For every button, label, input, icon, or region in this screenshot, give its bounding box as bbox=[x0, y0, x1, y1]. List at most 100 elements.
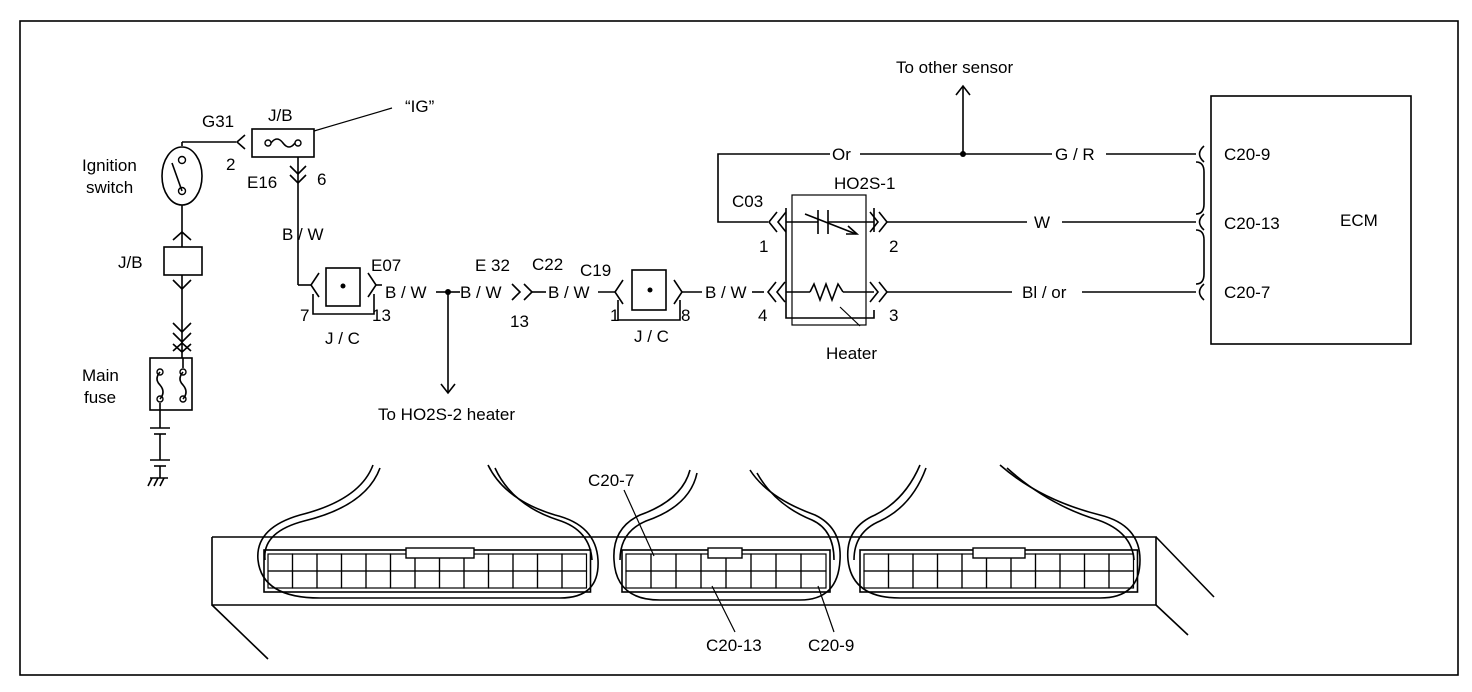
connector-pin-cell bbox=[961, 570, 988, 589]
conn-c20-7-label: C20-7 bbox=[588, 471, 634, 490]
ecm-connector-illustration bbox=[211, 464, 1215, 660]
connector-pin-cell bbox=[863, 570, 890, 589]
blor-wire-label: Bl / or bbox=[1022, 283, 1067, 302]
pin-4-label: 4 bbox=[758, 306, 767, 325]
c20-9-label: C20-9 bbox=[1224, 145, 1270, 164]
connector-pin-cell bbox=[512, 553, 539, 572]
jb-box-left bbox=[163, 246, 203, 276]
pin-8-label: 8 bbox=[681, 306, 690, 325]
connector-pin-cell bbox=[985, 570, 1012, 589]
connector-pin-cell bbox=[365, 570, 392, 589]
to-ho2s2-heater-label: To HO2S-2 heater bbox=[378, 405, 515, 424]
c03-label: C03 bbox=[732, 192, 763, 211]
jc-label-2: J / C bbox=[634, 327, 669, 346]
connector-pin-cell bbox=[438, 570, 465, 589]
connector-pin-cell bbox=[316, 570, 343, 589]
connector-pin-cell bbox=[625, 553, 652, 572]
diagram-border bbox=[19, 20, 1459, 676]
main-fuse-label-1: Main bbox=[82, 366, 119, 385]
ignition-switch bbox=[161, 146, 203, 206]
conn-c20-13-label: C20-13 bbox=[706, 636, 762, 655]
connector-pin-cell bbox=[725, 570, 752, 589]
main-fuse-label-2: fuse bbox=[84, 388, 116, 407]
ho2s1-label: HO2S-1 bbox=[834, 174, 895, 193]
connector-pin-cell bbox=[267, 553, 294, 572]
e16-label: E16 bbox=[247, 173, 277, 192]
connector-pin-cell bbox=[625, 570, 652, 589]
connector-pin-cell bbox=[316, 553, 343, 572]
pin-13b-label: 13 bbox=[510, 312, 529, 331]
connector-pin-cell bbox=[536, 570, 563, 589]
connector-pin-cell bbox=[1083, 570, 1110, 589]
bw-label-4: B / W bbox=[705, 283, 747, 302]
connector-pin-cell bbox=[1108, 553, 1135, 572]
ho2s1-sensor bbox=[766, 194, 889, 327]
ignition-switch-label-2: switch bbox=[86, 178, 133, 197]
ecm-box bbox=[1210, 95, 1412, 345]
jc-label-1: J / C bbox=[325, 329, 360, 348]
connector-pin-cell bbox=[340, 553, 367, 572]
pin-3-label: 3 bbox=[889, 306, 898, 325]
heater-label: Heater bbox=[826, 344, 877, 363]
to-other-sensor-label: To other sensor bbox=[896, 58, 1014, 77]
c19-label: C19 bbox=[580, 261, 611, 280]
connector-pin-cell bbox=[700, 570, 727, 589]
connector-pin-cell bbox=[887, 553, 914, 572]
connector-pin-cell bbox=[389, 570, 416, 589]
pin-6-label: 6 bbox=[317, 170, 326, 189]
connector-pin-cell bbox=[675, 570, 702, 589]
ground-icon bbox=[147, 477, 168, 487]
connector-pin-grid-3 bbox=[859, 547, 1139, 593]
pin-2b-label: 2 bbox=[889, 237, 898, 256]
pin-7-label: 7 bbox=[300, 306, 309, 325]
connector-pin-cell bbox=[912, 570, 939, 589]
junction-connector-2 bbox=[614, 269, 683, 321]
connector-latch bbox=[707, 547, 743, 559]
e07-label: E07 bbox=[371, 256, 401, 275]
pin-1b-label: 1 bbox=[759, 237, 768, 256]
connector-pin-cell bbox=[775, 570, 802, 589]
connector-pin-cell bbox=[936, 553, 963, 572]
connector-pin-cell bbox=[561, 553, 588, 572]
pin-1a-label: 1 bbox=[610, 306, 619, 325]
g31-label: G31 bbox=[202, 112, 234, 131]
connector-pin-cell bbox=[912, 553, 939, 572]
connector-pin-cell bbox=[1034, 553, 1061, 572]
ecm-label: ECM bbox=[1340, 211, 1378, 230]
ignition-switch-label-1: Ignition bbox=[82, 156, 137, 175]
connector-pin-cell bbox=[291, 570, 318, 589]
c22-label: C22 bbox=[532, 255, 563, 274]
connector-pin-cell bbox=[1010, 570, 1037, 589]
jb-fuse-box bbox=[251, 128, 315, 158]
e32-label: E 32 bbox=[475, 256, 510, 275]
battery-icon bbox=[150, 410, 170, 478]
junction-connector-1 bbox=[310, 267, 377, 315]
connector-pin-cell bbox=[1059, 553, 1086, 572]
connector-pin-cell bbox=[863, 553, 890, 572]
connector-pin-cell bbox=[536, 553, 563, 572]
connector-pin-cell bbox=[463, 570, 490, 589]
bw-label-2: B / W bbox=[460, 283, 502, 302]
connector-pin-cell bbox=[365, 553, 392, 572]
pin-13a-label: 13 bbox=[372, 306, 391, 325]
connector-pin-cell bbox=[650, 553, 677, 572]
connector-pin-cell bbox=[750, 570, 777, 589]
connector-pin-cell bbox=[512, 570, 539, 589]
connector-pin-grid-1 bbox=[263, 547, 592, 593]
connector-latch bbox=[972, 547, 1026, 559]
connector-pin-cell bbox=[1059, 570, 1086, 589]
connector-pin-cell bbox=[650, 570, 677, 589]
c20-7-label: C20-7 bbox=[1224, 283, 1270, 302]
connector-pin-grid-2 bbox=[621, 547, 831, 593]
ig-label: “IG” bbox=[405, 97, 435, 116]
gr-wire-label: G / R bbox=[1055, 145, 1095, 164]
connector-pin-cell bbox=[1083, 553, 1110, 572]
connector-pin-cell bbox=[1034, 570, 1061, 589]
connector-pin-cell bbox=[750, 553, 777, 572]
connector-latch bbox=[405, 547, 475, 559]
jb-label-top: J/B bbox=[268, 106, 293, 125]
connector-pin-cell bbox=[800, 570, 827, 589]
connector-pin-cell bbox=[936, 570, 963, 589]
connector-pin-cell bbox=[487, 570, 514, 589]
pin-2-label: 2 bbox=[226, 155, 235, 174]
